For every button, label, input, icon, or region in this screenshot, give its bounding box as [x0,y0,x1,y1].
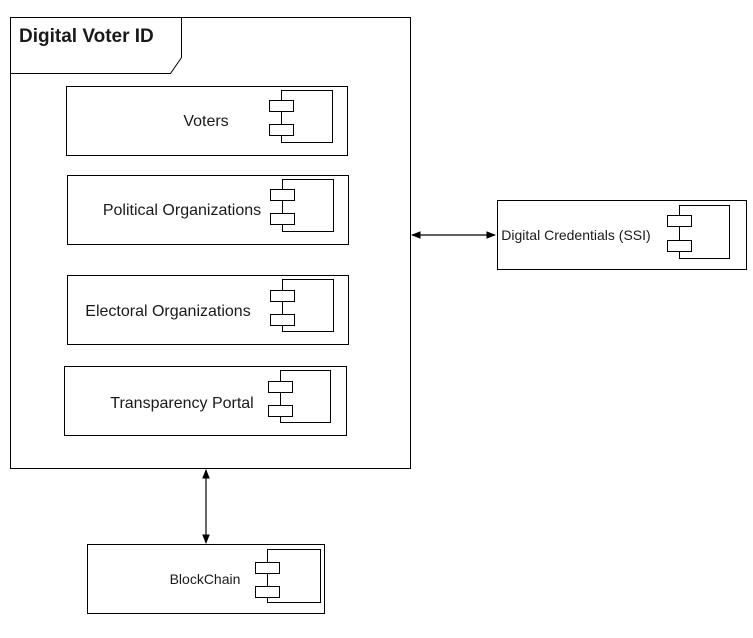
component-icon [268,370,331,423]
component-transparency-portal-label: Transparency Portal [110,395,253,412]
component-digital-credentials-label: Digital Credentials (SSI) [501,227,650,243]
component-blockchain-label: BlockChain [170,571,241,587]
component-icon [270,179,334,232]
component-blockchain[interactable]: BlockChain [87,544,325,614]
component-political-organizations[interactable]: Political Organizations [67,175,349,245]
component-digital-credentials[interactable]: Digital Credentials (SSI) [497,200,747,270]
component-voters[interactable]: Voters [66,86,348,156]
component-transparency-portal[interactable]: Transparency Portal [64,366,347,436]
component-voters-label: Voters [183,113,228,130]
component-icon [270,279,334,332]
component-icon [255,549,321,603]
package-title: Digital Voter ID [19,26,154,47]
component-icon [269,90,333,143]
component-icon [667,205,730,259]
component-electoral-organizations[interactable]: Electoral Organizations [67,275,349,345]
component-political-organizations-label: Political Organizations [103,202,261,219]
component-electoral-organizations-label: Electoral Organizations [85,303,250,320]
